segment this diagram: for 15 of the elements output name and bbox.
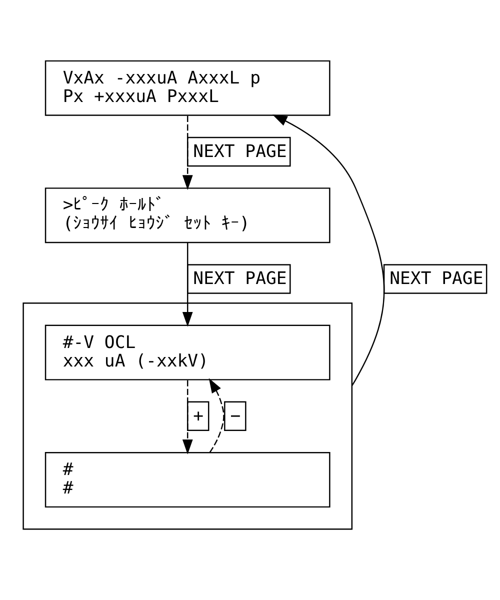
arrow [182,380,193,454]
arrow [208,378,224,453]
arrow [182,242,193,327]
node-box: # # [44,452,330,508]
node-box: VxAx -xxxuA AxxxL p Px +xxxuA PxxxL [44,60,330,116]
edge-label: − [230,406,241,426]
edge-label: NEXT PAGE [193,142,287,162]
arrow [272,114,385,386]
edge-label: NEXT PAGE [390,269,484,290]
cluster [22,302,353,530]
edge-label: NEXT PAGE [193,269,287,290]
node-box: #-V OCL xxx uA (-xxkV) [44,324,330,380]
edge-label: + [193,406,204,426]
arrow [182,116,193,190]
node-box: >ﾋﾟｰｸ ﾎｰﾙﾄﾞ (ｼｮｳｻｲ ﾋｮｳｼﾞ ｾｯﾄ ｷｰ) [44,188,330,244]
